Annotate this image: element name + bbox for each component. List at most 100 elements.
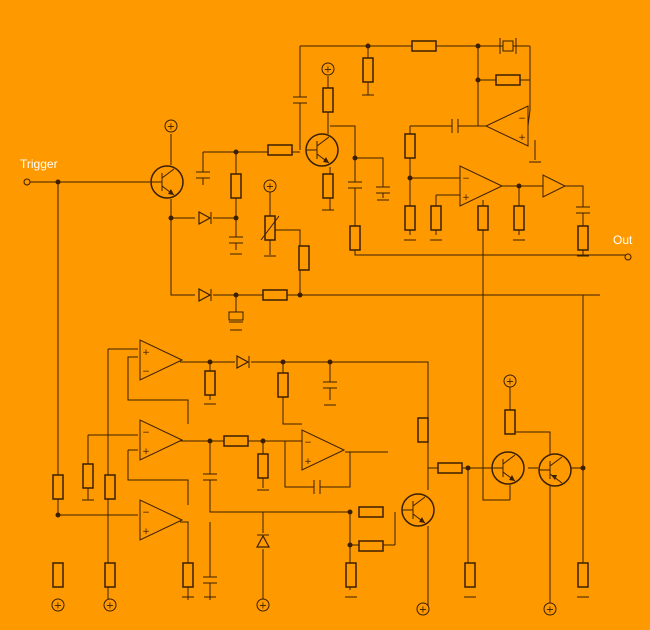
resistor [477,205,489,231]
capacitor [228,236,244,244]
resistor [204,370,216,396]
op-amp: −+ [139,419,184,461]
capacitor [195,171,211,179]
svg-text:+: + [106,601,114,612]
supply-terminal: + [164,119,178,133]
resistor [430,205,442,231]
svg-text:+: + [259,601,267,612]
resistor [358,506,384,518]
resistor [277,372,289,398]
svg-text:+: + [142,527,150,537]
svg-text:+: + [142,348,150,358]
diode [197,210,213,226]
supply-terminal: + [543,602,557,616]
capacitor [375,186,391,194]
resistor [52,562,64,588]
svg-text:+: + [266,182,274,193]
resistor [52,474,64,500]
svg-text:+: + [324,65,332,76]
supply-terminal: + [503,374,517,388]
wires [30,43,628,610]
resistor [182,562,194,588]
resistor [267,144,293,156]
supply-terminal: + [321,62,335,76]
svg-text:−: − [142,508,150,518]
trigger-label: Trigger [20,157,58,171]
npn-transistor [401,493,435,527]
resistor [82,463,94,489]
svg-text:+: + [142,447,150,457]
resistor [104,562,116,588]
svg-text:−: − [304,438,312,448]
resistor [230,173,242,199]
diode [235,354,251,370]
resistor [577,225,589,251]
capacitor [292,96,308,104]
capacitor [313,479,321,495]
resistor [362,57,374,83]
resistor [404,133,416,159]
svg-text:−: − [462,174,470,184]
svg-text:+: + [506,377,514,388]
svg-text:+: + [462,193,470,203]
svg-text:+: + [419,605,427,616]
npn-transistor [150,165,184,199]
capacitor [202,473,218,481]
supply-terminal: + [416,602,430,616]
resistor [417,417,429,443]
supply-terminal: + [256,598,270,612]
resistor [577,562,589,588]
capacitor [347,181,363,189]
resistor [504,409,516,435]
op-amp: −+ [484,105,529,147]
resistor [262,289,288,301]
components: +−−+−+−+−+−++++++++++ [23,38,632,616]
supply-terminal: + [51,598,65,612]
supply-terminal: + [263,179,277,193]
capacitor [322,381,338,389]
resistor [349,225,361,251]
out-label: Out [613,233,633,247]
resistor [298,245,310,271]
resistor [404,205,416,231]
op-amp: −+ [301,429,346,471]
electrolytic-capacitor [228,311,244,323]
svg-text:−: − [142,428,150,438]
diode [255,533,271,549]
crystal [499,38,517,54]
capacitor [575,206,591,214]
capacitor [451,118,459,134]
svg-text:−: − [142,367,150,377]
resistor [513,205,525,231]
potentiometer [260,215,280,241]
resistor [345,562,357,588]
resistor [322,87,334,113]
svg-text:+: + [518,133,526,143]
op-amp: −+ [459,165,504,207]
svg-text:+: + [304,457,312,467]
op-amp: +− [139,339,184,381]
resistor [464,562,476,588]
resistor [358,540,384,552]
terminal [23,178,31,186]
resistor [437,462,463,474]
terminal [624,253,632,261]
supply-terminal: + [103,598,117,612]
resistor [411,40,437,52]
svg-text:+: + [54,601,62,612]
capacitor [202,576,218,584]
svg-text:+: + [546,605,554,616]
resistor [223,435,249,447]
resistor [104,474,116,500]
resistor [322,173,334,199]
pnp-transistor [538,453,572,487]
op-amp: −+ [139,499,184,541]
diode [197,287,213,303]
svg-text:−: − [518,114,526,124]
svg-text:+: + [167,122,175,133]
npn-transistor [305,133,339,167]
resistor [495,74,521,86]
buffer-amp [542,174,567,198]
npn-transistor [491,451,525,485]
